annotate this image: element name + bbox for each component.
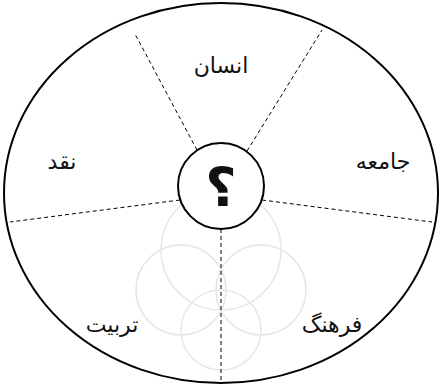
question-mark: ؟ [205,161,236,215]
segment-text: نقد [48,149,77,175]
segment-text: انسان [194,53,249,79]
segment-label: فرهنگ [302,312,363,338]
segment-text: تربیت [86,312,139,338]
segment-label: تربیت [86,312,139,338]
segment-text: فرهنگ [302,312,363,338]
divider-lines [10,30,432,383]
segment-label: نقد [48,149,77,175]
inner-circle [178,143,264,229]
segment-label: انسان [194,53,249,79]
center-circle: ؟ [205,161,236,215]
segment-text: جامعه [356,149,411,175]
segment-label: جامعه [356,149,411,175]
outer-circle [4,3,438,383]
